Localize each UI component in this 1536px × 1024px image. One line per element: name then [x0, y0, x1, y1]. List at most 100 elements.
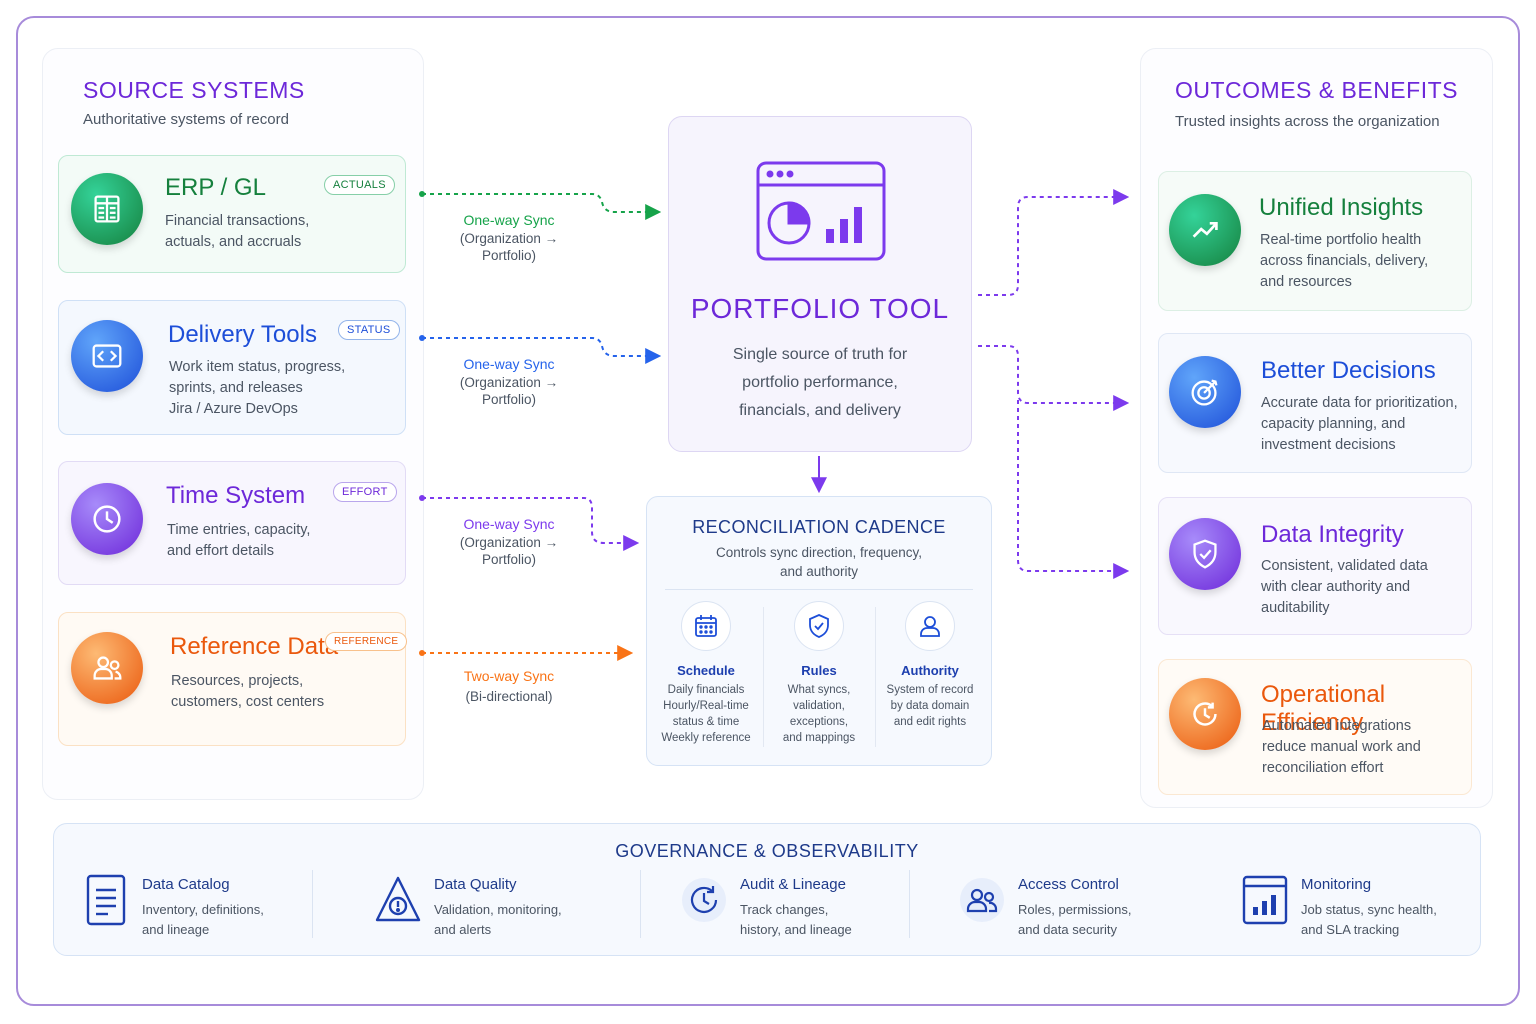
recon-schedule: Schedule Daily financials Hourly/Real-ti…	[651, 601, 761, 746]
access-control-heading: Access Control	[1018, 876, 1119, 893]
history-icon	[678, 870, 730, 930]
quality-line-1: Validation, monitoring,	[434, 902, 562, 917]
erp-gl-card[interactable]: ERP / GL ACTUALS Financial transactions,…	[58, 155, 406, 273]
data-catalog-heading: Data Catalog	[142, 876, 230, 893]
reference-data-description: Resources, projects, customers, cost cen…	[171, 671, 324, 713]
authority-details: System of record by data domain and edit…	[875, 682, 985, 730]
data-integrity-title: Data Integrity	[1261, 521, 1404, 548]
data-integrity-card[interactable]: Data Integrity Consistent, validated dat…	[1158, 497, 1472, 635]
unified-desc-line-1: Real-time portfolio health	[1260, 232, 1422, 248]
operational-efficiency-card[interactable]: Operational Efficiency Automated integra…	[1158, 659, 1472, 795]
integrity-desc-line-1: Consistent, validated data	[1261, 558, 1428, 574]
sync-erp-head: One-way Sync	[463, 212, 555, 228]
schedule-line-1: Daily financials	[667, 684, 745, 696]
portfolio-tool-box[interactable]: PORTFOLIO TOOL Single source of truth fo…	[668, 116, 972, 452]
time-desc-line-1: Time entries, capacity,	[167, 522, 311, 538]
efficiency-desc-line-2: reduce manual work and	[1262, 739, 1421, 755]
status-badge: STATUS	[338, 320, 400, 340]
monitoring-details: Job status, sync health, and SLA trackin…	[1301, 900, 1437, 940]
reference-desc-line-2: customers, cost centers	[171, 694, 325, 710]
clock-refresh-icon	[1169, 678, 1241, 750]
schedule-line-2: Hourly/Real-time	[663, 700, 749, 712]
recon-authority: Authority System of record by data domai…	[875, 601, 985, 730]
better-decisions-description: Accurate data for prioritization, capaci…	[1261, 393, 1458, 456]
sync-reference-line-1: (Bi-directional)	[465, 689, 553, 704]
authority-line-3: and edit rights	[893, 716, 967, 728]
document-icon	[80, 870, 132, 930]
rules-heading: Rules	[801, 663, 837, 678]
integrity-desc-line-3: auditability	[1261, 600, 1330, 616]
unified-desc-line-3: and resources	[1260, 274, 1352, 290]
access-control-details: Roles, permissions, and data security	[1018, 900, 1131, 940]
shield-check-icon	[794, 601, 844, 651]
schedule-line-3: status & time	[672, 716, 740, 728]
authority-line-2: by data domain	[890, 700, 970, 712]
sync-erp-line-2: Portfolio)	[481, 248, 537, 263]
decisions-desc-line-1: Accurate data for prioritization,	[1261, 395, 1458, 411]
gov-separator-3	[909, 870, 910, 938]
outcomes-title: OUTCOMES & BENEFITS	[1175, 77, 1458, 103]
user-icon	[905, 601, 955, 651]
reference-data-card[interactable]: Reference Data REFERENCE Resources, proj…	[58, 612, 408, 746]
time-system-title: Time System	[166, 482, 306, 509]
warning-icon	[372, 870, 424, 930]
audit-lineage-details: Track changes, history, and lineage	[740, 900, 852, 940]
better-decisions-card[interactable]: Better Decisions Accurate data for prior…	[1158, 333, 1472, 473]
integrity-desc-line-2: with clear authority and	[1261, 579, 1411, 595]
reconciliation-cadence-box[interactable]: RECONCILIATION CADENCE Controls sync dir…	[646, 496, 992, 766]
diagram-frame	[16, 16, 1520, 1006]
target-icon	[1169, 356, 1241, 428]
delivery-tools-description: Work item status, progress, sprints, and…	[169, 357, 345, 420]
reconciliation-title: RECONCILIATION CADENCE	[692, 517, 946, 537]
delivery-desc-line-3: Jira / Azure DevOps	[169, 401, 298, 417]
time-system-card[interactable]: Time System EFFORT Time entries, capacit…	[58, 461, 406, 585]
rules-line-1: What syncs,	[787, 684, 851, 696]
code-window-icon	[71, 320, 143, 392]
monitoring-line-1: Job status, sync health,	[1301, 902, 1437, 917]
sync-time-line-2: Portfolio)	[481, 552, 537, 567]
data-catalog-details: Inventory, definitions, and lineage	[142, 900, 264, 940]
reference-desc-line-1: Resources, projects,	[171, 673, 304, 689]
delivery-tools-card[interactable]: Delivery Tools STATUS Work item status, …	[58, 300, 406, 435]
sync-label-erp: One-way Sync (Organization → Portfolio)	[439, 212, 579, 264]
sync-label-time: One-way Sync (Organization → Portfolio)	[439, 516, 579, 568]
delivery-tools-title: Delivery Tools	[168, 321, 317, 348]
dashboard-chart-icon	[756, 161, 886, 261]
operational-efficiency-description: Automated integrations reduce manual wor…	[1262, 716, 1421, 779]
erp-gl-description: Financial transactions, actuals, and acc…	[165, 211, 309, 253]
actuals-badge: ACTUALS	[324, 175, 395, 195]
rules-line-2: validation,	[793, 700, 845, 712]
portfolio-desc-line-2: portfolio performance,	[742, 374, 898, 391]
time-desc-line-2: and effort details	[167, 543, 274, 559]
efficiency-desc-line-1: Automated integrations	[1262, 718, 1412, 734]
schedule-heading: Schedule	[677, 663, 735, 678]
clock-icon	[71, 483, 143, 555]
portfolio-desc-line-3: financials, and delivery	[739, 402, 901, 419]
governance-title: GOVERNANCE & OBSERVABILITY	[615, 841, 919, 861]
data-quality-heading: Data Quality	[434, 876, 517, 893]
schedule-details: Daily financials Hourly/Real-time status…	[651, 682, 761, 746]
efficiency-desc-line-3: reconciliation effort	[1262, 760, 1384, 776]
outcomes-subtitle: Trusted insights across the organization	[1175, 113, 1440, 130]
rules-details: What syncs, validation, exceptions, and …	[764, 682, 874, 746]
time-system-description: Time entries, capacity, and effort detai…	[167, 520, 310, 562]
data-quality-details: Validation, monitoring, and alerts	[434, 900, 562, 940]
portfolio-tool-title: PORTFOLIO TOOL	[690, 293, 950, 324]
sync-erp-line-1: (Organization →	[459, 231, 559, 246]
sync-label-delivery: One-way Sync (Organization → Portfolio)	[439, 356, 579, 408]
audit-line-1: Track changes,	[740, 902, 829, 917]
sync-delivery-line-1: (Organization →	[459, 375, 559, 390]
sync-time-head: One-way Sync	[463, 516, 555, 532]
unified-desc-line-2: across financials, delivery,	[1260, 253, 1429, 269]
dashboard-icon	[1239, 870, 1291, 930]
portfolio-desc-line-1: Single source of truth for	[732, 346, 908, 363]
recon-separator-1	[763, 607, 764, 747]
audit-lineage-heading: Audit & Lineage	[740, 876, 846, 893]
gov-separator-1	[312, 870, 313, 938]
erp-desc-line-1: Financial transactions,	[165, 213, 310, 229]
sync-time-line-1: (Organization →	[459, 535, 559, 550]
decisions-desc-line-3: investment decisions	[1261, 437, 1396, 453]
unified-insights-card[interactable]: Unified Insights Real-time portfolio hea…	[1158, 171, 1472, 311]
recon-sub-line-1: Controls sync direction, frequency,	[715, 545, 923, 560]
catalog-line-1: Inventory, definitions,	[142, 902, 264, 917]
